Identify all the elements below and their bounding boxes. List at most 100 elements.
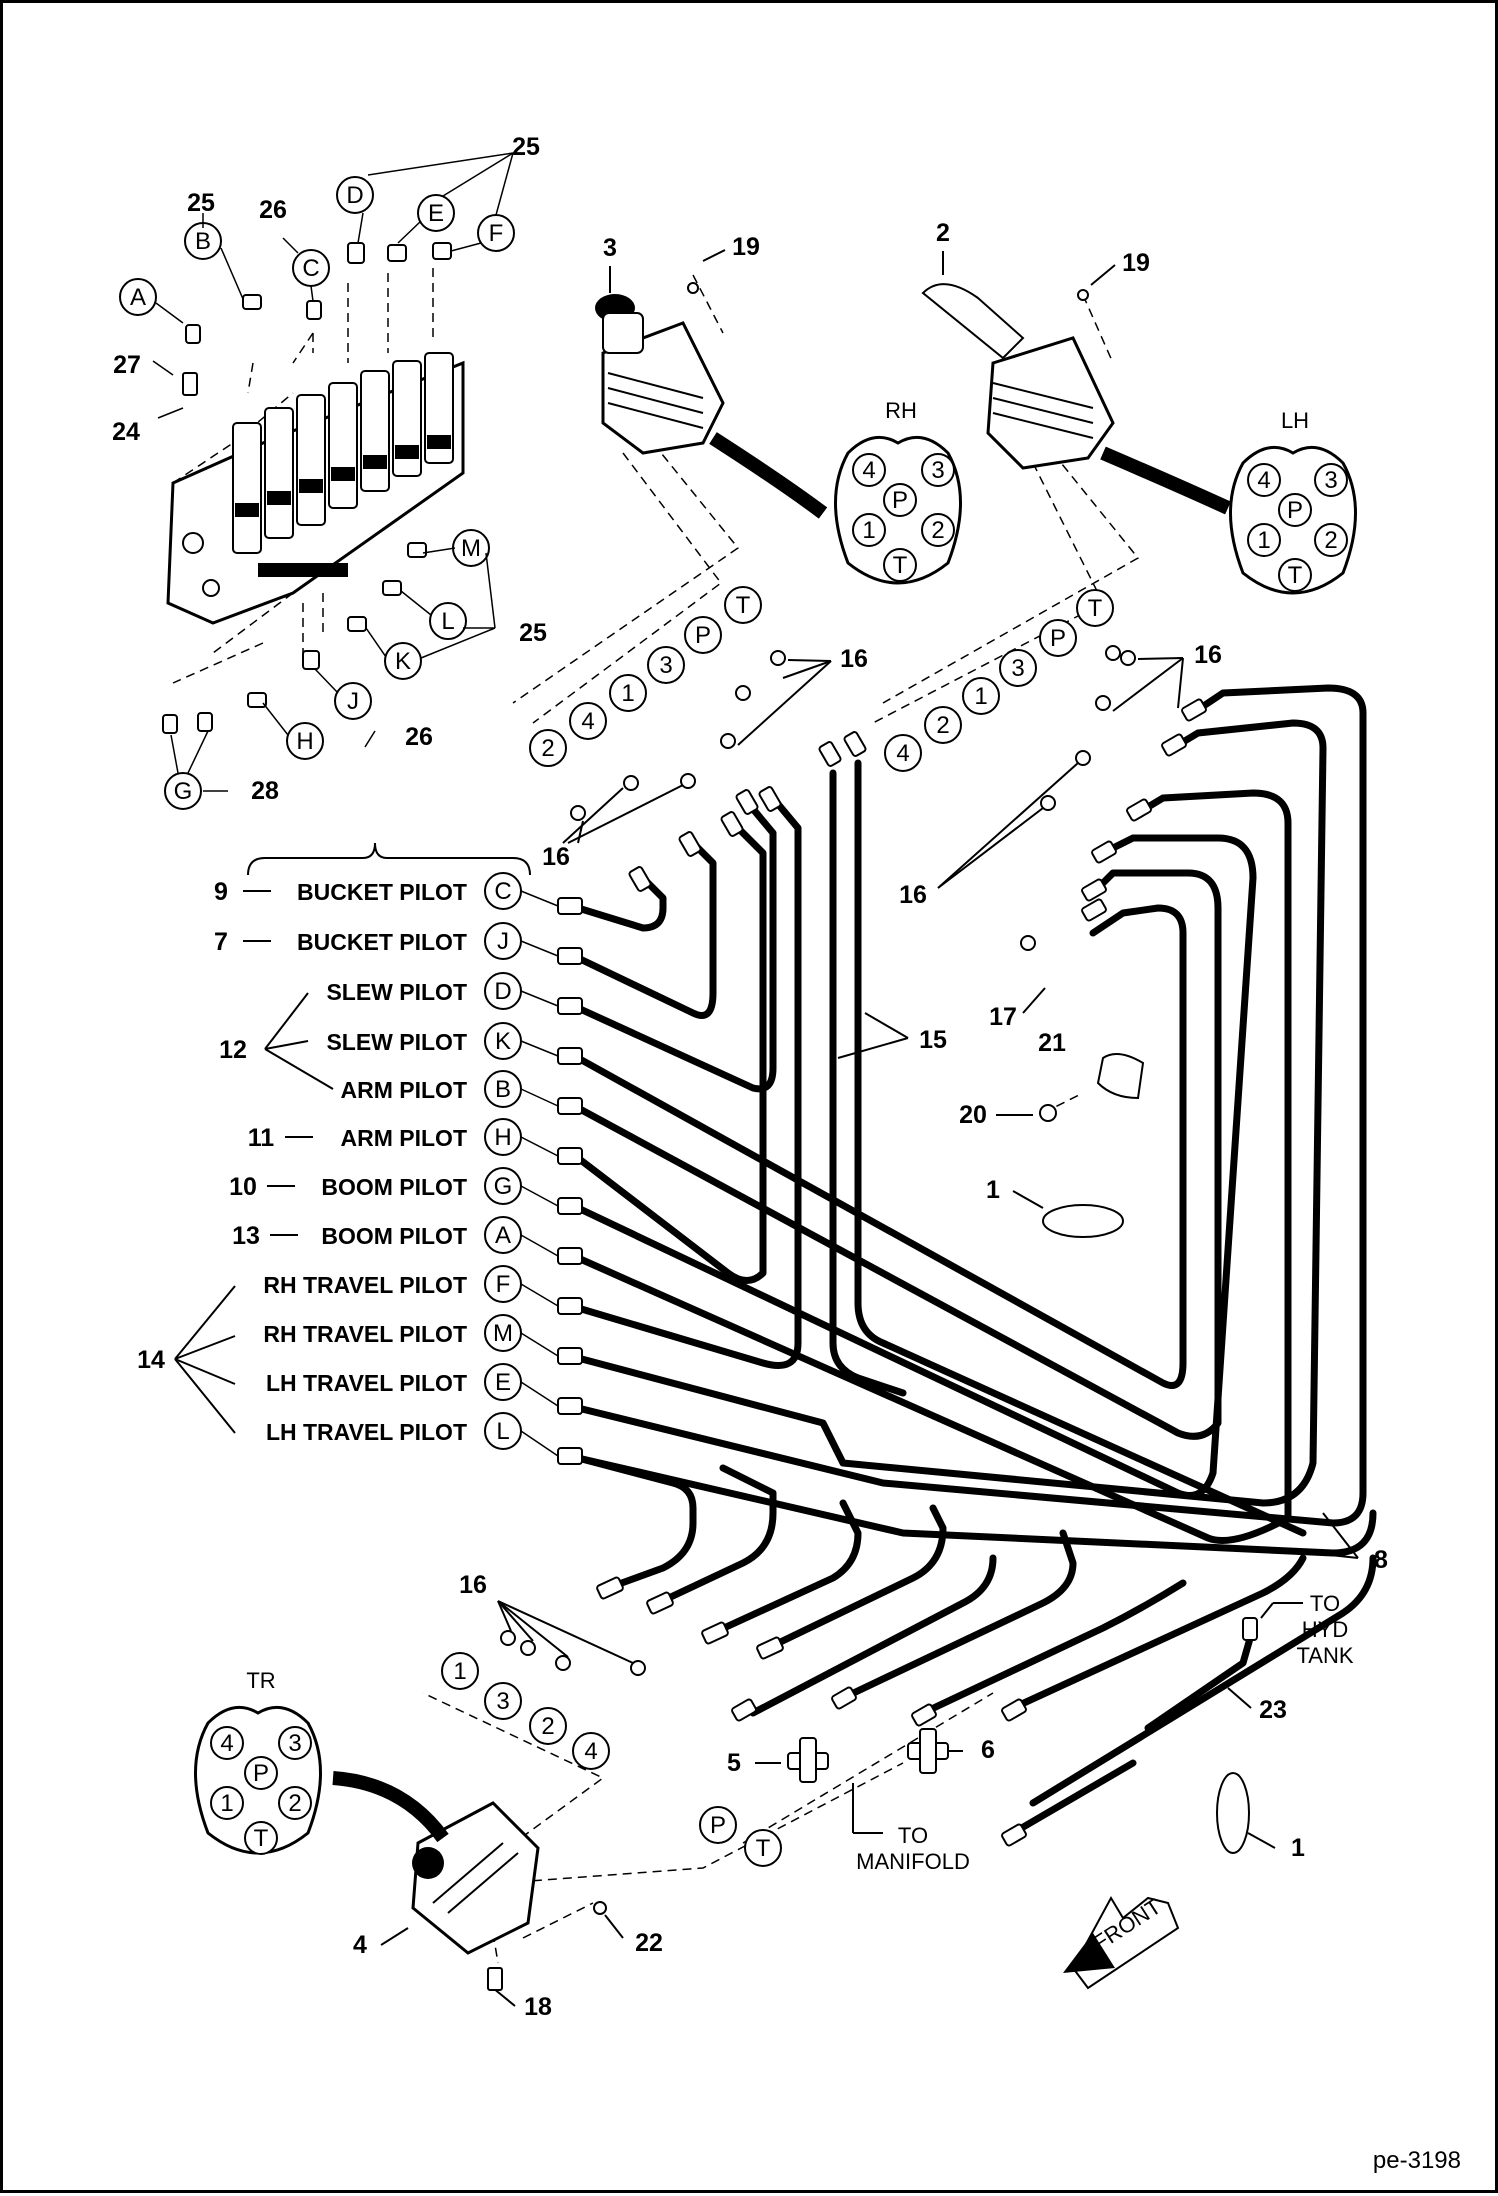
pilot-text-11: LH TRAVEL PILOT bbox=[266, 1419, 467, 1445]
callout-16-rh: 16 bbox=[840, 645, 868, 673]
callout-26-top: 26 bbox=[259, 196, 287, 224]
callout-20: 20 bbox=[959, 1101, 987, 1129]
pilot-letter-2: D bbox=[494, 978, 511, 1005]
valve-H: H bbox=[296, 728, 313, 755]
figure-id: pe-3198 bbox=[1373, 2147, 1461, 2174]
lh-port-4: 4 bbox=[1257, 467, 1270, 494]
callout-25-top: 25 bbox=[512, 133, 540, 161]
rh-port-p: P bbox=[892, 487, 908, 514]
pilot-num-13: 13 bbox=[232, 1222, 260, 1250]
rh-port-4: 4 bbox=[862, 457, 875, 484]
tr-connector: 4 3 P 1 2 T TR bbox=[194, 1668, 322, 1855]
valve-F: F bbox=[489, 220, 504, 247]
callout-24: 24 bbox=[112, 418, 140, 446]
rh-grp-3: 3 bbox=[659, 652, 672, 679]
tr-port-2: 2 bbox=[288, 1790, 301, 1817]
tr-grp-p: P bbox=[710, 1812, 726, 1839]
rh-port-2: 2 bbox=[931, 517, 944, 544]
valve-G: G bbox=[174, 778, 193, 805]
to-hyd-tank-line1: TO bbox=[1310, 1591, 1340, 1616]
tr-port-p: P bbox=[253, 1760, 269, 1787]
lh-grp-t: T bbox=[1088, 595, 1103, 622]
pilot-letter-9: M bbox=[493, 1320, 513, 1347]
rh-port-1: 1 bbox=[862, 517, 875, 544]
callout-8: 8 bbox=[1374, 1546, 1388, 1574]
callout-4: 4 bbox=[353, 1931, 367, 1959]
callout-26-lower: 26 bbox=[405, 723, 433, 751]
rh-connector: 4 3 P 1 2 T RH bbox=[834, 398, 962, 585]
pilot-letter-6: G bbox=[494, 1173, 513, 1200]
pilot-text-6: BOOM PILOT bbox=[321, 1174, 467, 1200]
callout-25-b: 25 bbox=[187, 189, 215, 217]
lh-grp-1: 1 bbox=[974, 683, 987, 710]
lh-grp-p: P bbox=[1050, 625, 1066, 652]
rh-grp-t: T bbox=[736, 592, 751, 619]
pilot-num-10: 10 bbox=[229, 1173, 257, 1201]
fittings bbox=[557, 698, 1258, 1847]
callout-16-bottom: 16 bbox=[459, 1571, 487, 1599]
pilot-label-column: C J D K B H G A F M E L BUCKET PILOT BUC… bbox=[137, 842, 559, 1457]
pilot-letter-10: E bbox=[495, 1369, 511, 1396]
pilot-letter-1: J bbox=[497, 928, 509, 955]
valve-L: L bbox=[441, 608, 454, 635]
callout-27: 27 bbox=[113, 351, 141, 379]
lh-connector: 4 3 P 1 2 T LH bbox=[1229, 408, 1357, 595]
lh-port-t: T bbox=[1288, 562, 1303, 589]
tr-joystick bbox=[332, 1771, 540, 1955]
pilot-text-5: ARM PILOT bbox=[341, 1125, 468, 1151]
to-hyd-tank-line2: HYD bbox=[1302, 1617, 1348, 1642]
valve-leaders bbox=[152, 152, 514, 792]
pilot-text-2: SLEW PILOT bbox=[326, 979, 467, 1005]
valve-letters: A B C D E F M L K J H G bbox=[130, 182, 503, 805]
rh-joystick bbox=[595, 294, 828, 519]
to-manifold-line2: MANIFOLD bbox=[856, 1849, 970, 1874]
pilot-letter-5: H bbox=[494, 1124, 511, 1151]
valve-letter-circles bbox=[119, 176, 515, 810]
rh-connector-label: RH bbox=[885, 398, 917, 423]
lh-joystick bbox=[921, 283, 1231, 515]
lh-connector-label: LH bbox=[1281, 408, 1309, 433]
lh-grp-4: 4 bbox=[896, 740, 909, 767]
valve-A: A bbox=[130, 284, 146, 311]
hydraulic-pilot-diagram: 4 3 P 1 2 T RH 4 3 P 1 2 T LH 4 3 P 1 2 … bbox=[112, 133, 1461, 2174]
pilot-num-11: 11 bbox=[248, 1124, 275, 1152]
callout-16-lh: 16 bbox=[1194, 641, 1222, 669]
pilot-letter-8: F bbox=[496, 1271, 511, 1298]
pilot-letter-4: B bbox=[495, 1076, 511, 1103]
hoses bbox=[574, 684, 1377, 1837]
port-labels: 2 4 1 3 P T 4 2 1 3 P T 1 3 2 4 P T bbox=[453, 592, 1102, 1862]
callout-18: 18 bbox=[524, 1993, 552, 2021]
rh-grp-4: 4 bbox=[581, 708, 594, 735]
tr-grp-1: 1 bbox=[453, 1658, 466, 1685]
valve-B: B bbox=[195, 228, 211, 255]
callout-1-lower: 1 bbox=[1291, 1834, 1305, 1862]
rh-grp-1: 1 bbox=[621, 680, 634, 707]
pilot-text-0: BUCKET PILOT bbox=[297, 879, 467, 905]
rh-port-3: 3 bbox=[931, 457, 944, 484]
pilot-num-9: 9 bbox=[214, 878, 228, 906]
callout-3: 3 bbox=[603, 234, 617, 262]
tr-grp-t: T bbox=[756, 1835, 771, 1862]
rh-grp-2: 2 bbox=[541, 735, 554, 762]
lh-port-1: 1 bbox=[1257, 527, 1270, 554]
part-callouts: 25 25 26 27 24 25 26 28 3 2 19 19 16 16 … bbox=[112, 133, 1388, 2021]
callout-2: 2 bbox=[936, 219, 950, 247]
pilot-text-9: RH TRAVEL PILOT bbox=[263, 1321, 467, 1347]
callout-28: 28 bbox=[251, 777, 279, 805]
lh-port-3: 3 bbox=[1324, 467, 1337, 494]
tr-connector-label: TR bbox=[246, 1668, 275, 1693]
pilot-letter-3: K bbox=[495, 1028, 511, 1055]
tr-port-4: 4 bbox=[220, 1730, 233, 1757]
callout-19-lh: 19 bbox=[1122, 249, 1150, 277]
lh-port-p: P bbox=[1287, 497, 1303, 524]
pilot-num-12: 12 bbox=[219, 1036, 247, 1064]
pilot-letter-11: L bbox=[496, 1418, 509, 1445]
cap-fittings bbox=[500, 282, 1136, 1915]
pilot-text-8: RH TRAVEL PILOT bbox=[263, 1272, 467, 1298]
tr-grp-4: 4 bbox=[584, 1738, 597, 1765]
tr-port-3: 3 bbox=[288, 1730, 301, 1757]
tr-grp-3: 3 bbox=[496, 1688, 509, 1715]
to-hyd-tank-line3: TANK bbox=[1296, 1643, 1353, 1668]
valve-J: J bbox=[347, 688, 359, 715]
port-circles bbox=[441, 586, 1114, 1867]
